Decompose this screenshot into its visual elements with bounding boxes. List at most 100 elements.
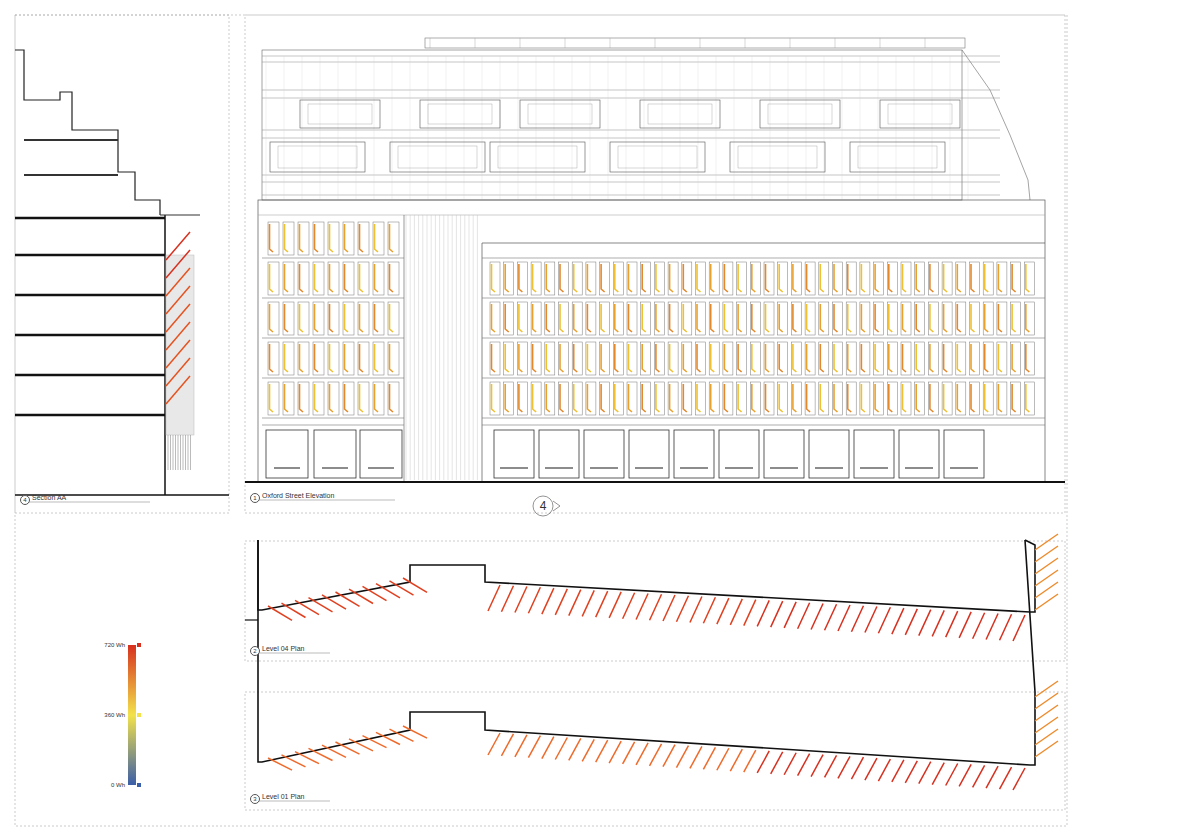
drawing-line bbox=[610, 38, 611, 48]
solar-fin bbox=[903, 344, 907, 372]
solar-fin bbox=[878, 607, 890, 633]
solar-fin bbox=[959, 764, 971, 786]
solar-fin bbox=[711, 344, 715, 372]
solar-fin bbox=[683, 344, 687, 372]
solar-fin bbox=[697, 384, 701, 412]
solar-fin bbox=[345, 264, 349, 292]
solar-fin bbox=[519, 264, 523, 292]
drawing-line bbox=[608, 56, 609, 200]
drawing-line bbox=[737, 342, 747, 375]
drawing-line bbox=[475, 38, 476, 48]
drawing-line bbox=[500, 467, 528, 469]
drawing-line bbox=[641, 342, 651, 375]
solar-fin bbox=[560, 344, 564, 372]
solar-fin bbox=[629, 304, 633, 332]
solar-fin bbox=[905, 609, 917, 635]
solar-fin bbox=[505, 384, 509, 412]
drawing-line bbox=[725, 467, 753, 469]
solar-fin bbox=[889, 384, 893, 412]
solar-fin bbox=[166, 232, 190, 260]
drawing-line bbox=[358, 342, 369, 375]
drawing-line bbox=[648, 104, 712, 124]
drawing-line bbox=[956, 302, 966, 335]
drawing-line bbox=[874, 382, 884, 415]
solar-fin bbox=[166, 358, 190, 386]
solar-fin bbox=[636, 593, 648, 619]
solar-fin bbox=[336, 742, 360, 754]
solar-fin bbox=[285, 384, 289, 412]
drawing-line bbox=[983, 262, 993, 295]
drawing-line bbox=[469, 215, 470, 480]
solar-fin bbox=[875, 384, 879, 412]
drawing-line bbox=[262, 195, 1000, 196]
drawing-line bbox=[245, 619, 258, 620]
solar-fin bbox=[703, 597, 715, 623]
solar-fin bbox=[492, 344, 496, 372]
solar-fin bbox=[811, 755, 823, 777]
solar-fin bbox=[697, 304, 701, 332]
solar-fin bbox=[376, 732, 400, 744]
solar-fin bbox=[623, 742, 635, 764]
drawing-line bbox=[600, 262, 610, 295]
drawing-line bbox=[490, 382, 500, 415]
drawing-line bbox=[1024, 382, 1034, 415]
solar-fin bbox=[546, 264, 550, 292]
solar-fin bbox=[315, 224, 319, 252]
solar-fin bbox=[998, 344, 1002, 372]
drawing-line bbox=[641, 382, 651, 415]
drawing-line bbox=[504, 302, 514, 335]
drawing-line bbox=[504, 262, 514, 295]
solar-fin bbox=[650, 594, 662, 620]
drawing-line bbox=[635, 467, 663, 469]
drawing-line bbox=[819, 262, 829, 295]
drawing-line bbox=[456, 215, 457, 480]
solar-fin bbox=[865, 607, 877, 633]
solar-fin bbox=[505, 344, 509, 372]
drawing-line bbox=[283, 222, 294, 255]
drawing-line bbox=[640, 100, 720, 128]
solar-fin bbox=[363, 736, 387, 748]
solar-fin bbox=[360, 264, 364, 292]
drawing-line bbox=[25, 502, 150, 503]
solar-fin bbox=[1012, 344, 1016, 372]
solar-fin bbox=[861, 304, 865, 332]
drawing-line bbox=[388, 262, 399, 295]
solar-fin bbox=[270, 344, 274, 372]
drawing-line bbox=[482, 338, 1045, 339]
solar-fin bbox=[601, 384, 605, 412]
solar-fin bbox=[569, 590, 581, 616]
solar-fin bbox=[919, 610, 931, 636]
drawing-line bbox=[613, 302, 623, 335]
solar-fin bbox=[930, 264, 934, 292]
drawing-line bbox=[298, 382, 309, 415]
solar-fin bbox=[825, 755, 837, 777]
solar-fin bbox=[270, 264, 274, 292]
solar-fin bbox=[519, 304, 523, 332]
solar-fin bbox=[724, 384, 728, 412]
solar-fin bbox=[848, 264, 852, 292]
drawing-line bbox=[15, 15, 1067, 826]
drawing-line bbox=[719, 430, 759, 478]
drawing-line bbox=[398, 146, 477, 168]
drawing-line bbox=[258, 215, 1045, 216]
drawing-line bbox=[778, 342, 788, 375]
solar-fin bbox=[683, 304, 687, 332]
drawing-line bbox=[430, 38, 431, 48]
drawing-line bbox=[298, 302, 309, 335]
solar-fin bbox=[875, 264, 879, 292]
solar-fin bbox=[875, 344, 879, 372]
solar-fin bbox=[300, 384, 304, 412]
drawing-line bbox=[572, 342, 582, 375]
solar-fin bbox=[555, 737, 567, 759]
solar-fin bbox=[569, 738, 581, 760]
solar-fin bbox=[946, 764, 958, 786]
drawing-line bbox=[420, 100, 500, 128]
drawing-line bbox=[178, 435, 179, 470]
solar-fin bbox=[166, 286, 190, 314]
drawing-line bbox=[262, 338, 404, 339]
drawing-line bbox=[723, 302, 733, 335]
solar-fin bbox=[793, 384, 797, 412]
solar-fin bbox=[533, 384, 537, 412]
drawing-line bbox=[173, 435, 174, 470]
drawing-line bbox=[490, 262, 500, 295]
